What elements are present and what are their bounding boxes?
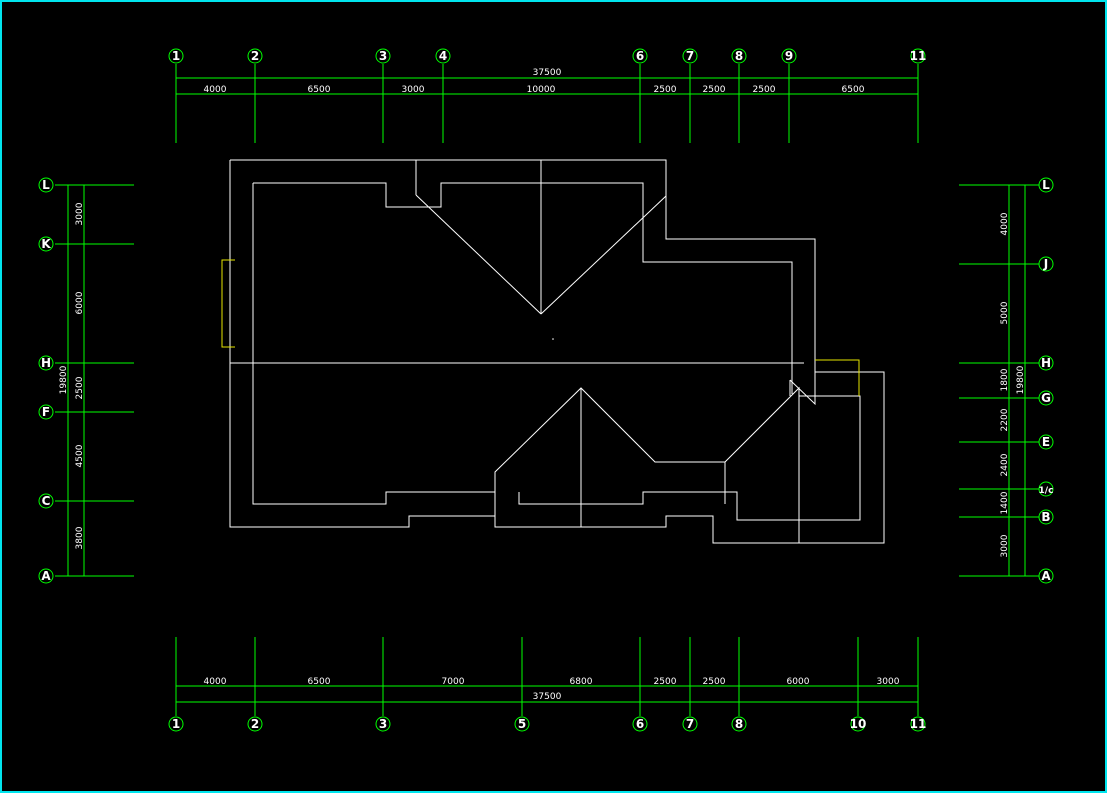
hip-top-left bbox=[415, 194, 542, 315]
bottom-axis-6: 6 bbox=[636, 717, 644, 731]
bottom-axis-8: 8 bbox=[735, 717, 743, 731]
hip-top-right bbox=[540, 195, 667, 315]
bottom-axis-7: 7 bbox=[686, 717, 694, 731]
top-dim-2: 6500 bbox=[308, 85, 331, 95]
left-dim-4: 4500 bbox=[75, 444, 85, 467]
left-axis-H: H bbox=[41, 356, 51, 370]
left-dim-1: 3000 bbox=[75, 202, 85, 225]
left-total-dim: 19800 bbox=[59, 365, 69, 394]
bottom-total-dim: 37500 bbox=[533, 692, 562, 702]
right-axis-A: A bbox=[1041, 569, 1051, 583]
bottom-gable bbox=[494, 386, 800, 543]
bottom-dim-8: 3000 bbox=[877, 677, 900, 687]
right-axis-E: E bbox=[1042, 435, 1050, 449]
bottom-axis-3: 3 bbox=[379, 717, 387, 731]
top-dim-7: 2500 bbox=[753, 85, 776, 95]
left-axis-F: F bbox=[42, 405, 50, 419]
top-axis-1: 1 bbox=[172, 49, 180, 63]
bottom-dim-4: 6800 bbox=[570, 677, 593, 687]
right-dim-1: 4000 bbox=[1000, 212, 1010, 235]
inner-wall-top bbox=[253, 182, 793, 394]
bottom-axis-11: 11 bbox=[910, 717, 927, 731]
bottom-dim-3: 7000 bbox=[442, 677, 465, 687]
top-axis-3: 3 bbox=[379, 49, 387, 63]
top-total-dim: 37500 bbox=[533, 68, 562, 78]
top-dim-1: 4000 bbox=[204, 85, 227, 95]
bottom-axis-10: 10 bbox=[850, 717, 867, 731]
right-axis-B: B bbox=[1041, 510, 1050, 524]
outer-eave-bottom bbox=[229, 160, 885, 544]
left-axis-A: A bbox=[41, 569, 51, 583]
right-dim-4: 2200 bbox=[1000, 408, 1010, 431]
center-dot bbox=[552, 338, 554, 340]
bottom-dim-5: 2500 bbox=[654, 677, 677, 687]
bottom-dimension-block: 4000 6500 7000 6800 2500 2500 6000 3000 … bbox=[168, 637, 927, 732]
top-dim-8: 6500 bbox=[842, 85, 865, 95]
bottom-axis-5: 5 bbox=[518, 717, 526, 731]
top-dim-3: 3000 bbox=[402, 85, 425, 95]
top-axis-8: 8 bbox=[735, 49, 743, 63]
left-axis-bubbles: L K H F C A bbox=[38, 177, 54, 584]
top-dim-5: 2500 bbox=[654, 85, 677, 95]
bottom-axis-1: 1 bbox=[172, 717, 180, 731]
right-dim-3: 1800 bbox=[1000, 368, 1010, 391]
inner-wall-bottom-2 bbox=[518, 395, 861, 521]
left-dimension-block: 19800 3000 6000 2500 4500 3800 L K H F C… bbox=[38, 177, 134, 584]
right-axis-H: H bbox=[1041, 356, 1051, 370]
right-dim-2: 5000 bbox=[1000, 301, 1010, 324]
right-dimension-block: 4000 5000 1800 2200 2400 1400 3000 19800… bbox=[959, 177, 1054, 584]
bottom-axis-bubbles: 1 2 3 5 6 7 8 10 11 bbox=[168, 716, 927, 732]
top-dim-4: 10000 bbox=[527, 85, 556, 95]
bottom-dim-1: 4000 bbox=[204, 677, 227, 687]
left-yellow-bracket bbox=[221, 259, 235, 348]
left-axis-K: K bbox=[41, 237, 51, 251]
left-dim-2: 6000 bbox=[75, 291, 85, 314]
left-axis-L: L bbox=[42, 178, 50, 192]
right-dim-7: 3000 bbox=[1000, 534, 1010, 557]
top-axis-2: 2 bbox=[251, 49, 259, 63]
right-axis-1c: 1/c bbox=[1039, 486, 1054, 496]
bottom-axis-2: 2 bbox=[251, 717, 259, 731]
right-axis-bubbles: L J H G E 1/c B A bbox=[1038, 177, 1054, 584]
left-dim-5: 3800 bbox=[75, 526, 85, 549]
right-total-dim: 19800 bbox=[1016, 365, 1026, 394]
right-axis-G: G bbox=[1041, 391, 1051, 405]
bottom-dim-2: 6500 bbox=[308, 677, 331, 687]
top-axis-11: 11 bbox=[910, 49, 927, 63]
top-dim-6: 2500 bbox=[703, 85, 726, 95]
top-axis-bubbles: 1 2 3 4 6 7 8 9 11 bbox=[168, 48, 927, 64]
bottom-dim-7: 6000 bbox=[787, 677, 810, 687]
top-axis-6: 6 bbox=[636, 49, 644, 63]
top-axis-7: 7 bbox=[686, 49, 694, 63]
top-dimension-block: 37500 4000 6500 3000 10000 2500 2500 250… bbox=[168, 48, 927, 143]
left-dim-3: 2500 bbox=[75, 376, 85, 399]
left-axis-C: C bbox=[42, 494, 51, 508]
roof-outline bbox=[221, 159, 885, 544]
inner-wall-bottom bbox=[252, 183, 495, 505]
bottom-dim-6: 2500 bbox=[703, 677, 726, 687]
right-axis-L: L bbox=[1042, 178, 1050, 192]
right-yellow-bracket bbox=[815, 359, 860, 396]
top-axis-9: 9 bbox=[785, 49, 793, 63]
right-dim-5: 2400 bbox=[1000, 453, 1010, 476]
outer-eave-line bbox=[230, 159, 816, 406]
right-dim-6: 1400 bbox=[1000, 491, 1010, 514]
right-axis-J: J bbox=[1043, 257, 1048, 271]
top-axis-4: 4 bbox=[439, 49, 447, 63]
